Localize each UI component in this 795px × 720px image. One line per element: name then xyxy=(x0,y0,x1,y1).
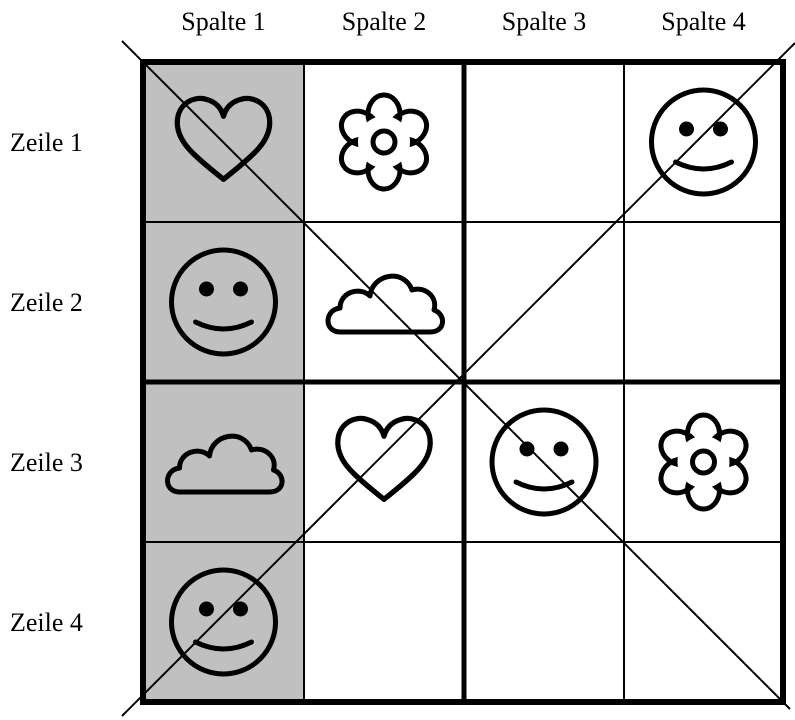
column-label: Spalte 3 xyxy=(502,7,587,36)
column-label: Spalte 1 xyxy=(181,7,266,36)
row-label: Zeile 3 xyxy=(10,448,83,477)
flower-icon xyxy=(335,95,432,189)
column-label: Spalte 4 xyxy=(661,7,746,36)
row-label: Zeile 2 xyxy=(10,288,83,317)
main-diagonal xyxy=(121,40,791,710)
row-label: Zeile 4 xyxy=(10,608,83,637)
grid-border xyxy=(140,59,786,705)
smiley-icon xyxy=(652,90,756,194)
row-label: Zeile 1 xyxy=(10,128,83,157)
flower-icon xyxy=(655,415,752,509)
anti-diagonal xyxy=(121,42,795,717)
column-label: Spalte 2 xyxy=(342,7,427,36)
